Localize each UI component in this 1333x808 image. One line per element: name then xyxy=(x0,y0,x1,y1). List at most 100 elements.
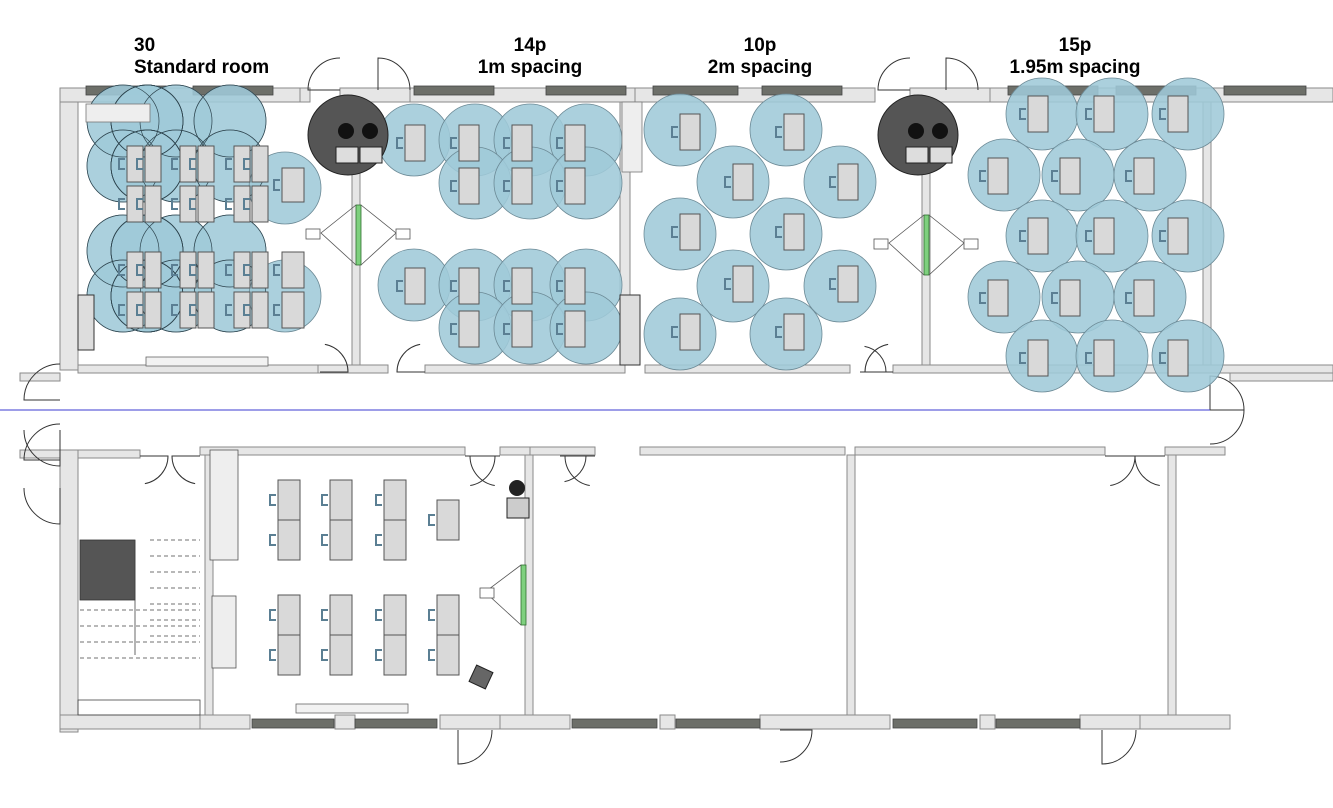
chair xyxy=(243,264,250,276)
chair xyxy=(1085,230,1092,242)
desk xyxy=(179,185,197,223)
desk xyxy=(458,310,480,348)
room-label-standard: 30 Standard room xyxy=(134,35,269,79)
desk xyxy=(679,113,701,151)
chair xyxy=(775,126,782,138)
desk xyxy=(126,145,144,183)
window xyxy=(892,718,978,729)
desk xyxy=(251,251,269,289)
chair xyxy=(829,278,836,290)
chair xyxy=(1159,230,1166,242)
desk xyxy=(1027,217,1049,255)
wall-segment xyxy=(199,714,251,730)
chair xyxy=(171,198,178,210)
desk xyxy=(281,291,305,329)
desk xyxy=(404,267,426,305)
wall-segment xyxy=(1229,372,1333,382)
chair xyxy=(450,280,457,292)
chair xyxy=(556,137,563,149)
window xyxy=(571,718,658,729)
chair xyxy=(136,198,143,210)
wall-segment xyxy=(854,446,1106,456)
chair xyxy=(118,198,125,210)
wall-segment xyxy=(644,364,851,374)
desk xyxy=(277,479,301,521)
sink-unit xyxy=(619,294,641,366)
cabinet xyxy=(85,103,151,123)
teacher-zones xyxy=(307,94,959,176)
desk xyxy=(837,163,859,201)
door-swing xyxy=(864,343,893,373)
wall-segment xyxy=(299,87,311,103)
chair xyxy=(829,176,836,188)
projector xyxy=(479,587,495,599)
desk xyxy=(277,634,301,676)
chair xyxy=(375,494,382,506)
room-caption: 1m spacing xyxy=(477,57,583,78)
door-swing xyxy=(140,455,169,485)
window xyxy=(995,718,1081,729)
chair xyxy=(450,180,457,192)
chair xyxy=(321,494,328,506)
desk xyxy=(1093,217,1115,255)
chair xyxy=(556,280,563,292)
desk xyxy=(1167,95,1189,133)
chair xyxy=(273,179,280,191)
projector-beam xyxy=(928,214,965,276)
door-swing xyxy=(320,343,349,373)
desk xyxy=(1167,339,1189,377)
chair xyxy=(1159,108,1166,120)
chair xyxy=(269,534,276,546)
desk xyxy=(783,213,805,251)
desk xyxy=(197,291,215,329)
teacher-desk xyxy=(905,146,929,164)
chair xyxy=(118,304,125,316)
wall-segment xyxy=(334,714,356,730)
desk xyxy=(436,634,460,676)
radiator xyxy=(145,356,269,367)
teacher-chair xyxy=(509,480,525,496)
door-swing xyxy=(1209,409,1245,445)
projector-beam xyxy=(888,214,925,276)
chair xyxy=(171,304,178,316)
desk xyxy=(197,251,215,289)
desk xyxy=(458,124,480,162)
chair xyxy=(118,158,125,170)
desk xyxy=(179,251,197,289)
wall-segment xyxy=(846,454,856,716)
chair xyxy=(1019,108,1026,120)
chair xyxy=(171,158,178,170)
chair xyxy=(1159,352,1166,364)
desk xyxy=(144,145,162,183)
door-swing xyxy=(171,455,200,485)
wall-segment xyxy=(1139,714,1231,730)
chair xyxy=(136,264,143,276)
wall-segment xyxy=(529,446,596,456)
desk xyxy=(144,251,162,289)
door-swing xyxy=(396,343,425,373)
doors xyxy=(23,57,1245,765)
chair xyxy=(503,323,510,335)
desk xyxy=(987,279,1009,317)
desk xyxy=(837,265,859,303)
room-count: 14p xyxy=(513,35,547,56)
chair xyxy=(375,534,382,546)
staircase xyxy=(77,539,201,716)
projector xyxy=(873,238,889,250)
wall-segment xyxy=(439,714,501,730)
cabinet xyxy=(211,595,237,669)
chair xyxy=(225,264,232,276)
chair xyxy=(503,137,510,149)
desk xyxy=(564,310,586,348)
desk xyxy=(126,251,144,289)
desk xyxy=(329,519,353,561)
door-swing xyxy=(23,487,61,525)
cabinet xyxy=(209,449,239,561)
door-swing xyxy=(377,57,411,91)
sink-unit xyxy=(77,294,95,351)
chair xyxy=(979,292,986,304)
window xyxy=(675,718,761,729)
desk xyxy=(783,313,805,351)
desk xyxy=(458,267,480,305)
chair xyxy=(375,609,382,621)
